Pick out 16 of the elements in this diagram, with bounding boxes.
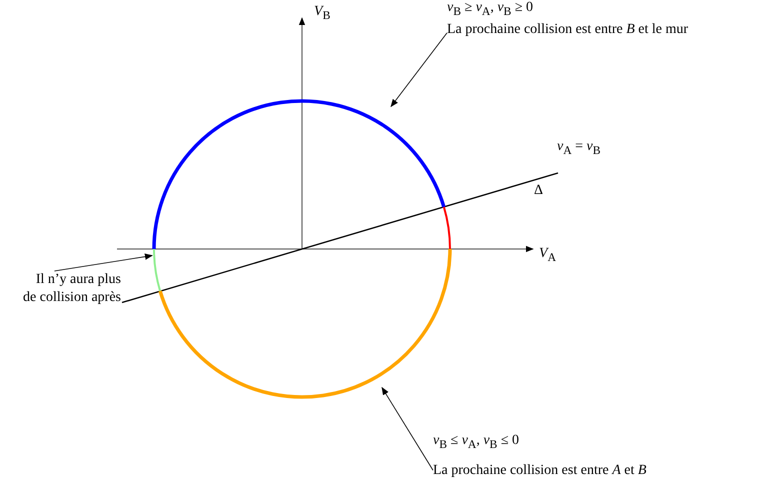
condition-text: v$_{B}$ ≤ v$_{A}$, v$_{B}$ ≤ 0 [433,432,520,453]
annotation-text: La prochaine collision est entre A et B [433,462,646,479]
leader-arrow [54,254,153,272]
circle-arc [158,248,452,399]
line-label: Δ [534,183,544,199]
leader-arrow [390,32,448,108]
circle-arc [153,248,162,292]
annotation-text: Il n’y aura plus de collision après [22,271,121,307]
annotation-text: La prochaine collision est entre B et le mur [447,20,688,39]
equation-label: v$_{A}$ = v$_{B}$ [557,139,601,157]
circle-arc [152,99,446,250]
circle-arc [442,206,451,250]
condition-text: v$_{B}$ ≥ v$_{A}$, v$_{B}$ ≥ 0 [447,0,534,20]
leader-arrow [382,386,434,471]
axis-label: V$_{B}$ [314,4,330,22]
axis-label: V$_{A}$ [539,246,556,264]
